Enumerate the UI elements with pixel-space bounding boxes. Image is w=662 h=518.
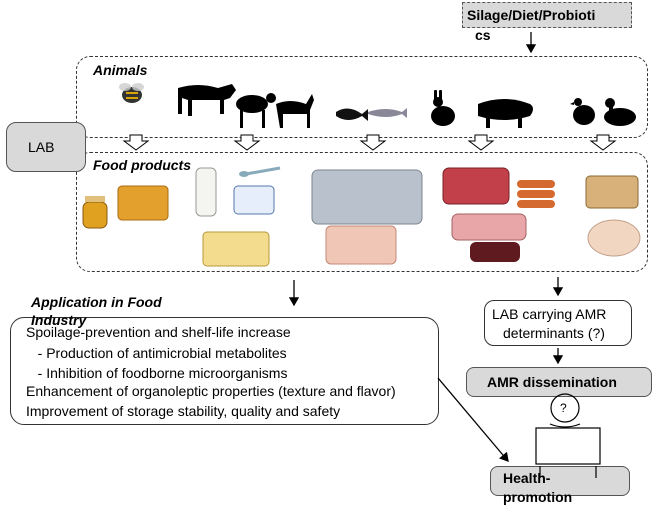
amr-determinants-line1: LAB carrying AMR (492, 306, 607, 322)
animals-title: Animals (93, 62, 148, 78)
health-promotion-line1: Health- (503, 470, 551, 486)
amr-determinants-box (484, 300, 632, 346)
application-item-4: Enhancement of organoleptic properties (… (26, 383, 396, 399)
health-promotion-box (490, 466, 630, 496)
application-item-3: - Inhibition of foodborne microorganisms (26, 365, 288, 381)
application-item-2: - Production of antimicrobial metabolite… (26, 345, 287, 361)
lab-label: LAB (28, 139, 55, 155)
source-label-line2: cs (475, 27, 491, 43)
amr-dissemination-label: AMR dissemination (487, 374, 617, 390)
source-label-line1: Silage/Diet/Probioti (467, 7, 596, 23)
application-item-5: Improvement of storage stability, qualit… (26, 403, 341, 419)
animals-panel (76, 56, 648, 138)
source-box (462, 2, 632, 28)
health-promotion-line2: promotion (503, 489, 573, 505)
svg-text:?: ? (560, 401, 567, 415)
lab-box (6, 122, 86, 172)
application-title-line1: Application in Food (31, 294, 162, 310)
application-title-line2: Industry (31, 312, 87, 328)
application-panel (10, 317, 439, 425)
amr-determinants-line2: determinants (?) (503, 325, 605, 341)
food-products-title: Food products (93, 157, 191, 173)
application-item-1: Spoilage-prevention and shelf-life incre… (26, 324, 291, 340)
